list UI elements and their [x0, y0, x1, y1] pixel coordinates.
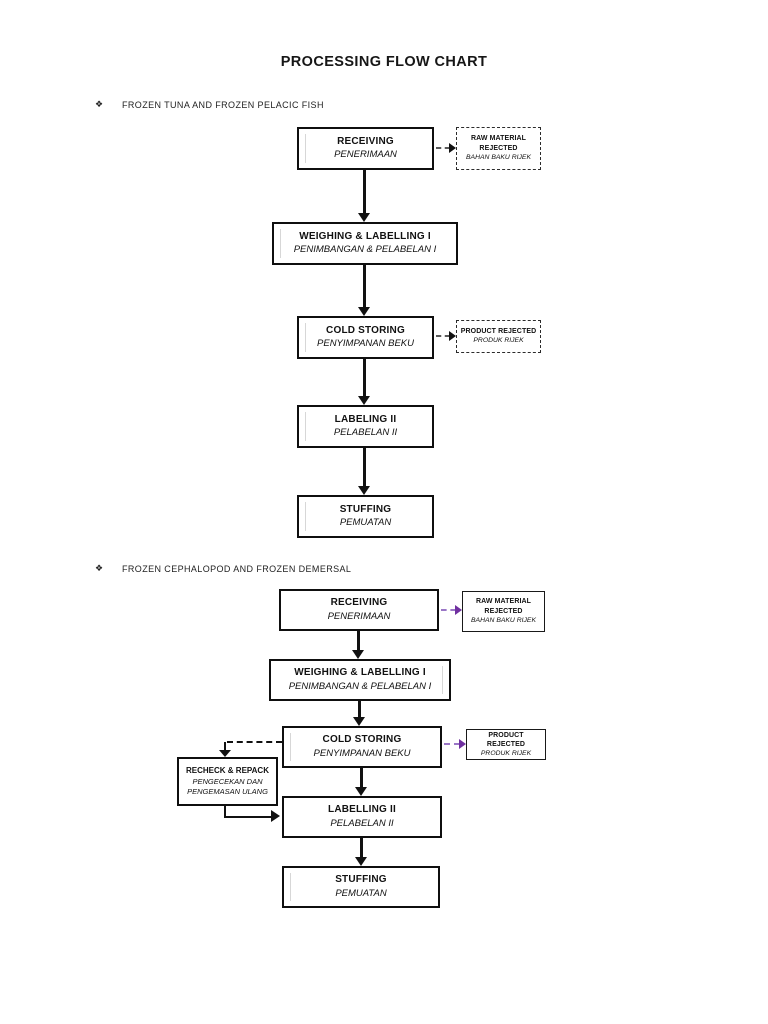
step-label: LABELING II	[334, 413, 397, 425]
flow2-step-labelling-2: LABELLING II PELABELAN II	[282, 796, 442, 838]
step-sublabel: PELABELAN II	[333, 427, 398, 439]
step-label: STUFFING	[335, 874, 387, 886]
step-sublabel: PENYIMPANAN BEKU	[317, 338, 414, 350]
flow2-step-cold-storing: COLD STORING PENYIMPANAN BEKU	[282, 726, 442, 768]
step-label: WEIGHING & LABELLING I	[299, 230, 431, 242]
step-sublabel: PELABELAN II	[330, 817, 394, 829]
flow2-step-stuffing: STUFFING PEMUATAN	[282, 866, 440, 908]
step-sublabel: PENIMBANGAN & PELABELAN I	[293, 244, 437, 256]
side-box-label: PRODUCT REJECTED	[486, 731, 526, 748]
solid-elbow-line	[224, 806, 226, 818]
section-heading-frozen-tuna: ❖ FROZEN TUNA AND FROZEN PELACIC FISH	[95, 99, 595, 112]
step-label: COLD STORING	[326, 324, 405, 336]
flow2-step-receiving: RECEIVING PENERIMAAN	[279, 589, 439, 631]
step-sublabel: PENERIMAAN	[334, 149, 397, 161]
step-label: STUFFING	[339, 503, 392, 515]
side-box-label: RECHECK & REPACK	[186, 765, 269, 775]
side-box-label: PRODUCT REJECTED	[460, 328, 537, 336]
diamond-bullet-icon: ❖	[95, 99, 104, 109]
side-box-sublabel-line1: PENGECEKAN DAN	[192, 776, 263, 786]
down-arrow-icon	[355, 768, 368, 796]
side-box-label: RAW MATERIAL REJECTED	[470, 135, 527, 152]
flow1-product-rejected-box: PRODUCT REJECTED PRODUK RIJEK	[456, 320, 541, 353]
flow2-raw-material-rejected-box: RAW MATERIAL REJECTED BAHAN BAKU RIJEK	[462, 591, 545, 632]
down-arrow-icon	[358, 448, 371, 495]
flow2-step-weighing-labelling-1: WEIGHING & LABELLING I PENIMBANGAN & PEL…	[269, 659, 451, 701]
side-box-sublabel: BAHAN BAKU RIJEK	[471, 616, 536, 624]
down-arrow-icon	[355, 838, 368, 866]
dashed-right-arrow-purple-icon	[441, 605, 462, 615]
dashed-elbow-line	[227, 741, 282, 743]
flow1-step-receiving: RECEIVING PENERIMAAN	[297, 127, 434, 170]
page-title: PROCESSING FLOW CHART	[280, 54, 488, 70]
step-label: RECEIVING	[330, 597, 388, 609]
step-sublabel: PENYIMPANAN BEKU	[313, 747, 411, 759]
down-arrow-icon	[353, 701, 366, 726]
section-heading-label: FROZEN TUNA AND FROZEN PELACIC FISH	[122, 100, 324, 110]
flow1-raw-material-rejected-box: RAW MATERIAL REJECTED BAHAN BAKU RIJEK	[456, 127, 541, 170]
side-box-label: RAW MATERIAL REJECTED	[475, 598, 532, 615]
step-sublabel: PENIMBANGAN & PELABELAN I	[288, 680, 432, 692]
flow2-product-rejected-box: PRODUCT REJECTED PRODUK RIJEK	[466, 729, 546, 760]
side-box-sublabel: PRODUK RIJEK	[480, 749, 532, 757]
down-arrow-icon	[352, 631, 365, 659]
down-arrow-icon	[358, 265, 371, 316]
flow2-recheck-repack-box: RECHECK & REPACK PENGECEKAN DAN PENGEMAS…	[177, 757, 278, 806]
flow1-step-stuffing: STUFFING PEMUATAN	[297, 495, 434, 538]
section-heading-label: FROZEN CEPHALOPOD AND FROZEN DEMERSAL	[122, 564, 352, 574]
step-label: WEIGHING & LABELLING I	[294, 667, 426, 679]
dashed-elbow-line	[224, 742, 226, 751]
step-sublabel: PENERIMAAN	[327, 610, 391, 622]
flow1-step-labeling-2: LABELING II PELABELAN II	[297, 405, 434, 448]
step-sublabel: PEMUATAN	[339, 517, 392, 529]
side-box-sublabel-line2: PENGEMASAN ULANG	[187, 786, 268, 796]
step-label: LABELLING II	[328, 804, 396, 816]
side-box-sublabel: PRODUK RIJEK	[473, 337, 524, 345]
solid-elbow-line	[224, 815, 274, 818]
step-label: RECEIVING	[337, 135, 394, 147]
right-arrowhead-icon	[271, 810, 280, 822]
section-heading-frozen-cephalopod: ❖ FROZEN CEPHALOPOD AND FROZEN DEMERSAL	[95, 563, 595, 576]
flow1-step-cold-storing: COLD STORING PENYIMPANAN BEKU	[297, 316, 434, 359]
dashed-right-arrow-icon	[436, 331, 456, 341]
side-box-sublabel: BAHAN BAKU RIJEK	[466, 153, 531, 161]
down-arrow-icon	[358, 170, 371, 222]
down-arrowhead-icon	[219, 750, 231, 757]
step-sublabel: PEMUATAN	[335, 887, 387, 899]
dashed-right-arrow-purple-icon	[444, 739, 466, 749]
down-arrow-icon	[358, 359, 371, 405]
step-label: COLD STORING	[322, 734, 402, 746]
dashed-right-arrow-icon	[436, 143, 456, 153]
diamond-bullet-icon: ❖	[95, 563, 104, 573]
flow1-step-weighing-labelling-1: WEIGHING & LABELLING I PENIMBANGAN & PEL…	[272, 222, 458, 265]
